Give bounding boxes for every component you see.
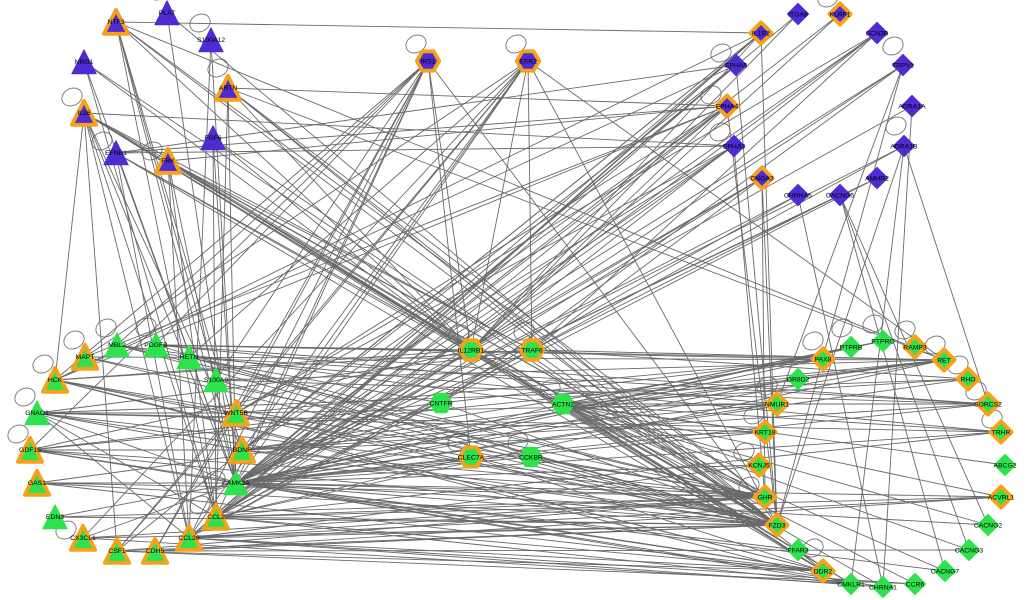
svg-text:TRPV1: TRPV1 xyxy=(892,63,914,70)
svg-text:CCL20: CCL20 xyxy=(178,535,199,542)
svg-text:EPHA4: EPHA4 xyxy=(716,104,739,111)
svg-text:ADRA1B: ADRA1B xyxy=(890,144,918,151)
svg-text:OR8D2: OR8D2 xyxy=(787,377,810,384)
svg-text:RETN: RETN xyxy=(180,354,199,361)
svg-text:RHO: RHO xyxy=(960,377,975,384)
svg-text:CHRNA1: CHRNA1 xyxy=(869,585,897,592)
svg-text:NMUR1: NMUR1 xyxy=(765,402,789,409)
svg-text:CSF1: CSF1 xyxy=(108,548,126,555)
svg-text:CCKBR: CCKBR xyxy=(519,455,543,462)
svg-text:ADRA1A: ADRA1A xyxy=(898,104,926,111)
svg-text:ESR2: ESR2 xyxy=(519,59,537,66)
svg-text:CHRNA5: CHRNA5 xyxy=(784,193,812,200)
svg-text:MBL2: MBL2 xyxy=(108,342,126,349)
svg-text:CCL2: CCL2 xyxy=(207,514,225,521)
svg-text:ACVRL1: ACVRL1 xyxy=(988,495,1015,502)
svg-text:CNGA3: CNGA3 xyxy=(750,176,774,183)
svg-text:NRG1: NRG1 xyxy=(75,59,94,66)
svg-text:PLAT: PLAT xyxy=(159,10,176,17)
svg-text:S100A12: S100A12 xyxy=(197,37,225,44)
svg-text:GAS1: GAS1 xyxy=(28,480,46,487)
svg-text:PAX8: PAX8 xyxy=(815,357,832,364)
svg-text:FRK: FRK xyxy=(161,158,175,165)
svg-text:RAMP3: RAMP3 xyxy=(903,345,927,352)
svg-text:FFAR3: FFAR3 xyxy=(787,548,808,555)
svg-text:CAMK2A: CAMK2A xyxy=(222,480,250,487)
svg-text:ITGA8: ITGA8 xyxy=(788,12,808,19)
svg-text:DDR2: DDR2 xyxy=(814,569,833,576)
svg-text:CNTFR: CNTFR xyxy=(429,401,452,408)
svg-text:CLEC7A: CLEC7A xyxy=(458,455,485,462)
svg-text:ARTN: ARTN xyxy=(219,85,237,92)
svg-text:EDN3: EDN3 xyxy=(46,514,64,521)
svg-text:RET: RET xyxy=(937,358,951,365)
svg-text:PDGFB: PDGFB xyxy=(144,342,168,349)
svg-text:MAPT: MAPT xyxy=(76,354,95,361)
svg-text:S100A9: S100A9 xyxy=(204,377,228,384)
svg-text:KRT18: KRT18 xyxy=(754,430,775,437)
svg-text:CACNG2: CACNG2 xyxy=(974,523,1003,530)
svg-text:CACNG5: CACNG5 xyxy=(826,193,855,200)
svg-text:GHR: GHR xyxy=(757,495,772,502)
svg-text:CACNG7: CACNG7 xyxy=(931,569,960,576)
svg-text:NTF3: NTF3 xyxy=(108,19,125,26)
svg-text:IRS1: IRS1 xyxy=(420,59,435,66)
svg-text:BDNF: BDNF xyxy=(233,447,252,454)
svg-text:FGF6: FGF6 xyxy=(204,135,222,142)
svg-text:IL12RB1: IL12RB1 xyxy=(458,348,485,355)
svg-text:EPHA3: EPHA3 xyxy=(723,144,746,151)
svg-text:IL1R2: IL1R2 xyxy=(752,31,770,38)
svg-text:CX3CL1: CX3CL1 xyxy=(70,535,96,542)
svg-text:EPHA5: EPHA5 xyxy=(725,63,748,70)
svg-text:KLRF1: KLRF1 xyxy=(829,12,850,19)
svg-text:PTPRO: PTPRO xyxy=(871,339,894,346)
svg-text:TRHR: TRHR xyxy=(992,430,1011,437)
svg-text:AMHR2: AMHR2 xyxy=(865,176,889,183)
svg-text:CMKLR1: CMKLR1 xyxy=(837,582,865,589)
svg-text:WNT5B: WNT5B xyxy=(224,410,248,417)
svg-text:SCN3B: SCN3B xyxy=(866,31,889,38)
svg-text:TRAF6: TRAF6 xyxy=(521,348,543,355)
svg-text:GDF15: GDF15 xyxy=(19,447,41,454)
svg-text:CDH5: CDH5 xyxy=(146,548,165,555)
svg-text:KCNJ5: KCNJ5 xyxy=(748,463,770,470)
svg-text:HCK: HCK xyxy=(48,377,63,384)
svg-text:SORCS2: SORCS2 xyxy=(974,402,1002,409)
svg-text:PTPRB: PTPRB xyxy=(840,345,863,352)
svg-text:ACTN2: ACTN2 xyxy=(552,402,575,409)
svg-text:IL36: IL36 xyxy=(77,110,90,117)
svg-text:CCR6: CCR6 xyxy=(906,582,925,589)
svg-text:FZD3: FZD3 xyxy=(769,523,786,530)
svg-text:GNAO1: GNAO1 xyxy=(25,410,49,417)
svg-text:ABCG2: ABCG2 xyxy=(993,463,1016,470)
svg-text:EFNB1: EFNB1 xyxy=(105,150,127,157)
svg-text:CACNG3: CACNG3 xyxy=(955,548,984,555)
